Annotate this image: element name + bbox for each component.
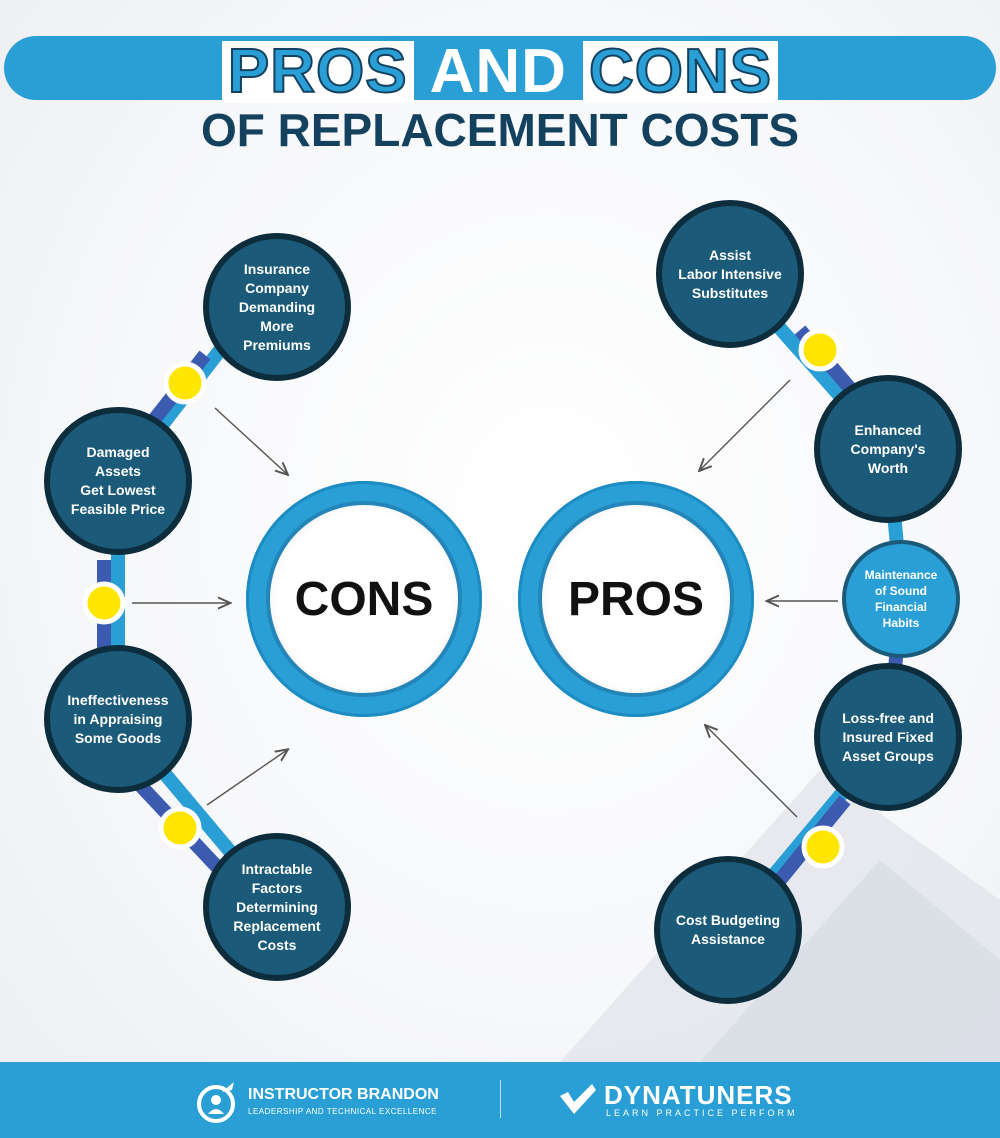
dynatuners-logo: DYNATUNERS LEARN PRACTICE PERFORM — [558, 1080, 818, 1124]
arrow — [700, 379, 791, 470]
cons-item-damaged-assets: Damaged Assets Get Lowest Feasible Price — [44, 407, 192, 555]
title-line-2: OF REPLACEMENT COSTS — [200, 104, 800, 156]
dynatuners-check-icon — [560, 1084, 596, 1114]
arrow — [206, 750, 287, 806]
title-word-pros: PROS — [221, 39, 414, 103]
title-banner — [4, 36, 996, 100]
cons-hub: CONS — [246, 481, 482, 717]
pros-hub: PROS — [518, 481, 754, 717]
dynatuners-name: DYNATUNERS — [604, 1080, 793, 1110]
connector-dots — [82, 328, 845, 869]
instructor-brandon-name: INSTRUCTOR BRANDON — [248, 1086, 439, 1103]
instructor-brandon-emblem-icon — [197, 1082, 235, 1123]
title-word-cons: CONS — [582, 39, 779, 103]
cons-item-intractable-factors: Intractable Factors Determining Replacem… — [203, 833, 351, 981]
pros-hub-label: PROS — [542, 505, 730, 693]
pros-item-labor-substitutes: Assist Labor Intensive Substitutes — [656, 200, 804, 348]
instructor-brandon-tagline: LEADERSHIP AND TECHNICAL EXCELLENCE — [248, 1107, 437, 1116]
cons-item-insurance-premiums: Insurance Company Demanding More Premium… — [203, 233, 351, 381]
pros-item-financial-habits: Maintenance of Sound Financial Habits — [842, 540, 960, 658]
yellow-dot — [82, 581, 126, 625]
footer-bar: INSTRUCTOR BRANDON LEADERSHIP AND TECHNI… — [0, 1062, 1000, 1138]
pointer-arrows — [132, 379, 838, 818]
instructor-brandon-logo: INSTRUCTOR BRANDON LEADERSHIP AND TECHNI… — [196, 1080, 456, 1124]
pros-item-insured-fixed-assets: Loss-free and Insured Fixed Asset Groups — [814, 663, 962, 811]
yellow-dot — [801, 825, 845, 869]
yellow-dot — [798, 328, 842, 372]
yellow-dot — [163, 361, 207, 405]
footer-divider — [500, 1080, 501, 1118]
arrow — [706, 726, 798, 818]
pros-item-company-worth: Enhanced Company's Worth — [814, 375, 962, 523]
dynatuners-tagline: LEARN PRACTICE PERFORM — [606, 1108, 798, 1118]
cons-item-ineffectiveness: Ineffectiveness in Appraising Some Goods — [44, 645, 192, 793]
pros-item-cost-budgeting: Cost Budgeting Assistance — [654, 856, 802, 1004]
title-word-and: AND — [429, 36, 567, 106]
yellow-dot — [158, 806, 202, 850]
arrow — [214, 407, 287, 474]
cons-hub-label: CONS — [270, 505, 458, 693]
